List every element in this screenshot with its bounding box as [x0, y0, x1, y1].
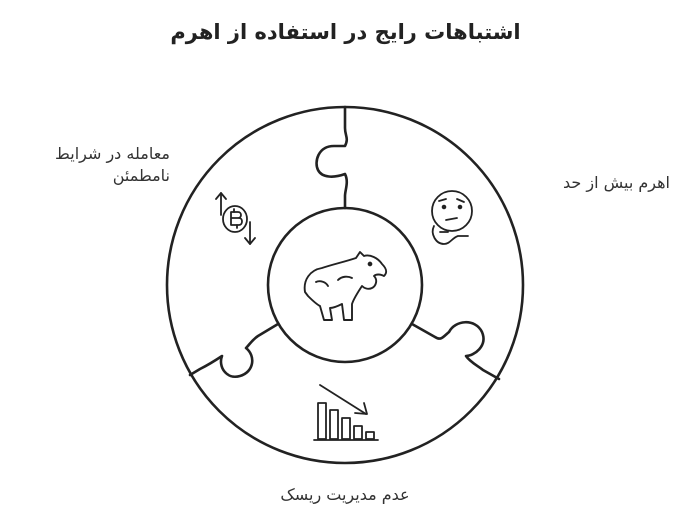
inner-hub-circle — [266, 206, 424, 364]
divider-right-puzzle-tab — [410, 320, 501, 381]
diagram-title: اشتباهات رایج در استفاده از اهرم — [170, 20, 521, 44]
segment-label-excessive-leverage: اهرم بیش از حد — [562, 173, 670, 192]
divider-left-puzzle-tab — [188, 322, 280, 378]
confused-face-icon — [431, 190, 473, 245]
divider-top-puzzle-tab — [315, 105, 349, 210]
outer-ring — [165, 105, 525, 465]
segment-label-uncertain-conditions: معامله در شرایط نامطمئن — [55, 144, 170, 185]
segment-label-no-risk-management: عدم مدیریت ریسک — [280, 485, 410, 504]
declining-chart-icon — [313, 384, 379, 441]
bitcoin-volatility-icon — [215, 192, 256, 245]
bear-icon — [303, 251, 388, 321]
